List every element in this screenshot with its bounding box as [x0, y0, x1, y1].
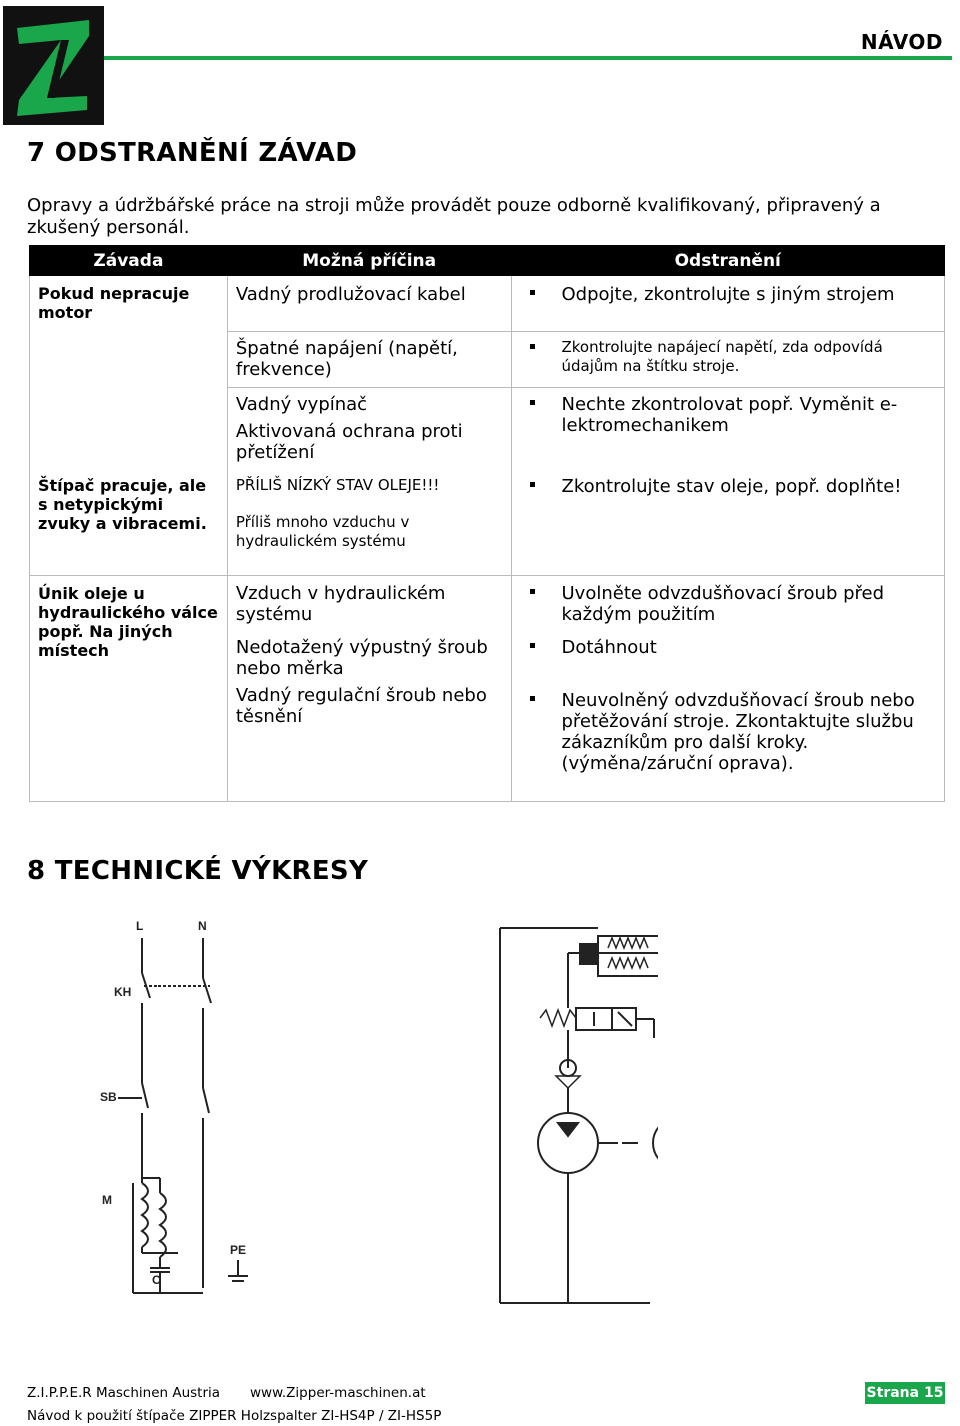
- section-8-title: 8 TECHNICKÉ VÝKRESY: [27, 856, 369, 886]
- cause-text: Příliš mnoho vzduchu v hydraulickém syst…: [235, 512, 410, 550]
- remedy-cell: Odpojte, zkontrolujte s jiným strojem: [510, 275, 945, 332]
- bullet-icon: [529, 344, 535, 349]
- fault-text: Únik oleje u hydraulického válce popř. N…: [38, 584, 218, 660]
- footer-company: Z.I.P.P.E.R Maschinen Austria: [27, 1385, 221, 1401]
- intro-text: Opravy a údržbářské práce na stroji může…: [27, 195, 881, 238]
- remedy-cell: Zkontrolujte stav oleje, popř. doplňte!: [510, 467, 945, 576]
- remedy-cell: Uvolněte odvzdušňovací šroub před každým…: [510, 575, 945, 802]
- bullet-icon: [529, 589, 535, 594]
- cause-text: Nedotažený výpustný šroub nebo měrka: [235, 637, 488, 679]
- label-l: L: [136, 919, 143, 933]
- cause-text: Vzduch v hydraulickém systému: [235, 583, 446, 625]
- cause-cell: Vadný vypínač Aktivovaná ochrana proti p…: [226, 387, 512, 468]
- bullet-icon: [529, 481, 535, 487]
- remedy-cell: Zkontrolujte napájecí napětí, zda odpoví…: [510, 331, 945, 388]
- fault-text: Pokud nepracuje motor: [38, 284, 190, 322]
- label-sb: SB: [100, 1090, 117, 1104]
- remedy-item: Odpojte, zkontrolujte s jiným strojem: [520, 284, 937, 305]
- remedy-item: Uvolněte odvzdušňovací šroub před každým…: [520, 583, 937, 625]
- bullet-icon: [529, 643, 535, 648]
- table-row: Pokud nepracuje motor Vadný prodlužovací…: [29, 275, 945, 468]
- fault-cell: Pokud nepracuje motor: [29, 275, 228, 468]
- cause-text: Aktivovaná ochrana proti přetížení: [235, 421, 463, 463]
- remedy-item: Neuvolněný odvzdušňovací šroub nebo přet…: [520, 690, 937, 774]
- cause-cell: PŘÍLIŠ NÍZKÝ STAV OLEJE!!! Příliš mnoho …: [226, 467, 512, 576]
- header-title: NÁVOD: [860, 30, 943, 54]
- troubleshooting-table: Závada Možná příčina Odstranění Pokud ne…: [29, 245, 945, 802]
- remedy-item: Zkontrolujte napájecí napětí, zda odpoví…: [520, 338, 937, 376]
- remedy-cell: Nechte zkontrolovat popř. Vyměnit e-lekt…: [510, 387, 945, 468]
- label-kh: KH: [114, 985, 131, 999]
- table-row: Vadný vypínač Aktivovaná ochrana proti p…: [30, 387, 945, 468]
- technical-drawings: L N KH SB M C PE: [100, 919, 658, 1304]
- remedy-item: Nechte zkontrolovat popř. Vyměnit e-lekt…: [520, 394, 937, 436]
- fault-cell: Únik oleje u hydraulického válce popř. N…: [29, 575, 228, 802]
- cause-text: Vadný prodlužovací kabel: [235, 284, 466, 305]
- page-number-badge: Strana 15: [865, 1382, 945, 1404]
- fault-text: Štípač pracuje, ale s netypickými zvuky …: [38, 475, 207, 533]
- column-header: Možná příčina: [226, 245, 512, 276]
- table-header-row: Závada Možná příčina Odstranění: [29, 245, 945, 276]
- bullet-icon: [529, 696, 535, 701]
- footer-url[interactable]: www.Zipper-maschinen.at: [250, 1385, 426, 1401]
- remedy-item: Dotáhnout: [520, 637, 937, 658]
- cause-text: Vadný vypínač: [235, 394, 368, 415]
- cause-cell: Špatné napájení (napětí, frekvence): [226, 331, 512, 388]
- bullet-icon: [529, 290, 535, 295]
- table-row: Únik oleje u hydraulického válce popř. N…: [29, 575, 945, 802]
- label-pe: PE: [230, 1243, 246, 1257]
- cause-text: Vadný regulační šroub nebo těsnění: [235, 685, 487, 727]
- electrical-schematic: L N KH SB M C PE: [100, 919, 248, 1294]
- cause-text: PŘÍLIŠ NÍZKÝ STAV OLEJE!!!: [235, 475, 440, 494]
- label-c: C: [152, 1273, 161, 1287]
- hydraulic-schematic: M: [499, 927, 658, 1304]
- zipper-logo-icon: [3, 6, 104, 125]
- bullet-icon: [529, 400, 535, 405]
- table-row: Štípač pracuje, ale s netypickými zvuky …: [29, 467, 945, 576]
- footer-manual-title: Návod k použití štípače ZIPPER Holzspalt…: [27, 1408, 442, 1424]
- section-7-title: 7 ODSTRANĚNÍ ZÁVAD: [27, 138, 358, 168]
- column-header: Závada: [29, 245, 228, 276]
- remedy-item: Zkontrolujte stav oleje, popř. doplňte!: [520, 476, 937, 497]
- column-header: Odstranění: [510, 245, 945, 276]
- cause-cell: Vadný prodlužovací kabel: [226, 275, 512, 332]
- header-divider: [104, 56, 952, 60]
- cause-text: Špatné napájení (napětí, frekvence): [235, 338, 458, 380]
- cause-cell: Vzduch v hydraulickém systému Nedotažený…: [226, 575, 512, 802]
- label-m: M: [102, 1193, 112, 1207]
- fault-cell: Štípač pracuje, ale s netypickými zvuky …: [29, 467, 228, 576]
- label-n: N: [198, 919, 207, 933]
